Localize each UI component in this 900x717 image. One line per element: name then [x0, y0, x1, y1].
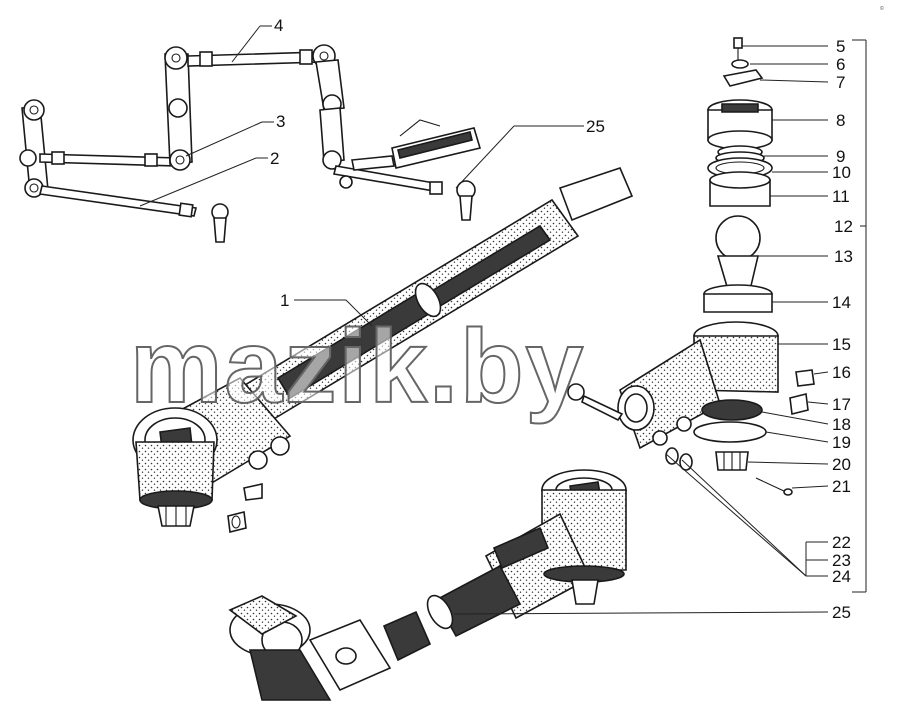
callout-15: 15 [832, 335, 851, 354]
callout-17: 17 [832, 395, 851, 414]
callout-16: 16 [832, 363, 851, 382]
callout-8: 8 [836, 111, 845, 130]
linkage-schematic-left [19, 44, 482, 243]
callout-12: 12 [834, 217, 853, 236]
callout-20: 20 [832, 455, 851, 474]
tie-rod-assembly [132, 167, 634, 533]
callout-7: 7 [836, 73, 845, 92]
corner-mark: © [880, 5, 884, 12]
callout-18: 18 [832, 415, 851, 434]
callout-25-bottom: 25 [832, 603, 851, 622]
callout-25-top: 25 [586, 117, 605, 136]
callout-11: 11 [832, 187, 850, 206]
callout-21: 21 [832, 477, 851, 496]
callout-24: 24 [832, 567, 851, 586]
callout-22: 22 [832, 533, 851, 552]
callout-5: 5 [836, 37, 845, 56]
socket-assembly-bottom [228, 469, 627, 701]
callout-6: 6 [836, 55, 845, 74]
callout-2: 2 [270, 149, 279, 168]
callout-23: 23 [832, 551, 851, 570]
callout-4: 4 [274, 16, 283, 35]
callout-1: 1 [280, 291, 289, 310]
callout-9: 9 [836, 147, 845, 166]
callout-10: 10 [832, 163, 851, 182]
callout-labels: 4 3 2 25 1 5 6 7 8 9 10 11 12 13 14 15 1… [270, 16, 853, 622]
callout-14: 14 [832, 293, 851, 312]
ball-joint-exploded [567, 37, 815, 496]
callout-13: 13 [834, 247, 853, 266]
leader-lines [139, 25, 867, 615]
callout-19: 19 [832, 433, 851, 452]
watermark-text: mazik.by [130, 309, 585, 425]
callout-3: 3 [276, 112, 285, 131]
